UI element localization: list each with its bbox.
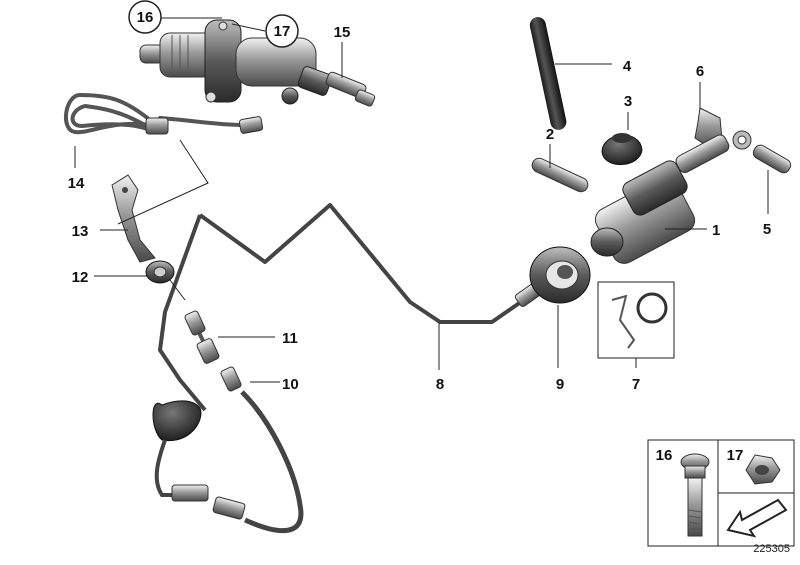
arrow-icon [726, 498, 788, 538]
callout-3: 3 [624, 93, 632, 110]
hose-4 [529, 17, 567, 130]
callout-17: 17 [274, 23, 291, 40]
callout-circle-16 [128, 0, 162, 34]
master-cylinder-1 [590, 130, 752, 264]
callout-13: 13 [72, 223, 89, 240]
pipe-8 [158, 203, 542, 412]
callout-16: 16 [137, 9, 154, 26]
callout-6: 6 [696, 63, 704, 80]
callout-14: 14 [68, 175, 85, 192]
callout-2: 2 [546, 126, 554, 143]
callout-11: 11 [282, 330, 298, 347]
cap-3 [601, 133, 643, 165]
bolt-icon [680, 453, 710, 537]
callout-8: 8 [436, 376, 444, 393]
legend-label-16: 16 [656, 447, 673, 464]
line-14-fittings [145, 116, 264, 135]
callout-4: 4 [623, 58, 632, 75]
nut-icon [745, 454, 781, 485]
leader-lines [74, 17, 769, 383]
bracket-13 [111, 174, 156, 263]
grommet-12 [145, 260, 175, 284]
legend-label-17: 17 [727, 447, 744, 464]
pin-5 [752, 144, 792, 174]
callout-15: 15 [334, 24, 351, 41]
callout-10: 10 [282, 376, 299, 393]
legend-box: 16 17 [647, 439, 795, 547]
line-14 [63, 92, 247, 135]
callout-5: 5 [763, 221, 771, 238]
seal-9 [529, 246, 591, 304]
callout-9: 9 [556, 376, 564, 393]
rubber-boot [152, 400, 209, 502]
reference-number: 225305 [753, 543, 790, 555]
callout-7: 7 [632, 376, 640, 393]
hose-10-11 [184, 310, 304, 534]
callout-12: 12 [72, 269, 89, 286]
callout-1: 1 [712, 222, 720, 239]
kit-box-7 [597, 281, 675, 359]
pin-2 [531, 157, 589, 193]
slave-cylinder [139, 19, 376, 107]
callout-circle-17 [265, 14, 299, 48]
